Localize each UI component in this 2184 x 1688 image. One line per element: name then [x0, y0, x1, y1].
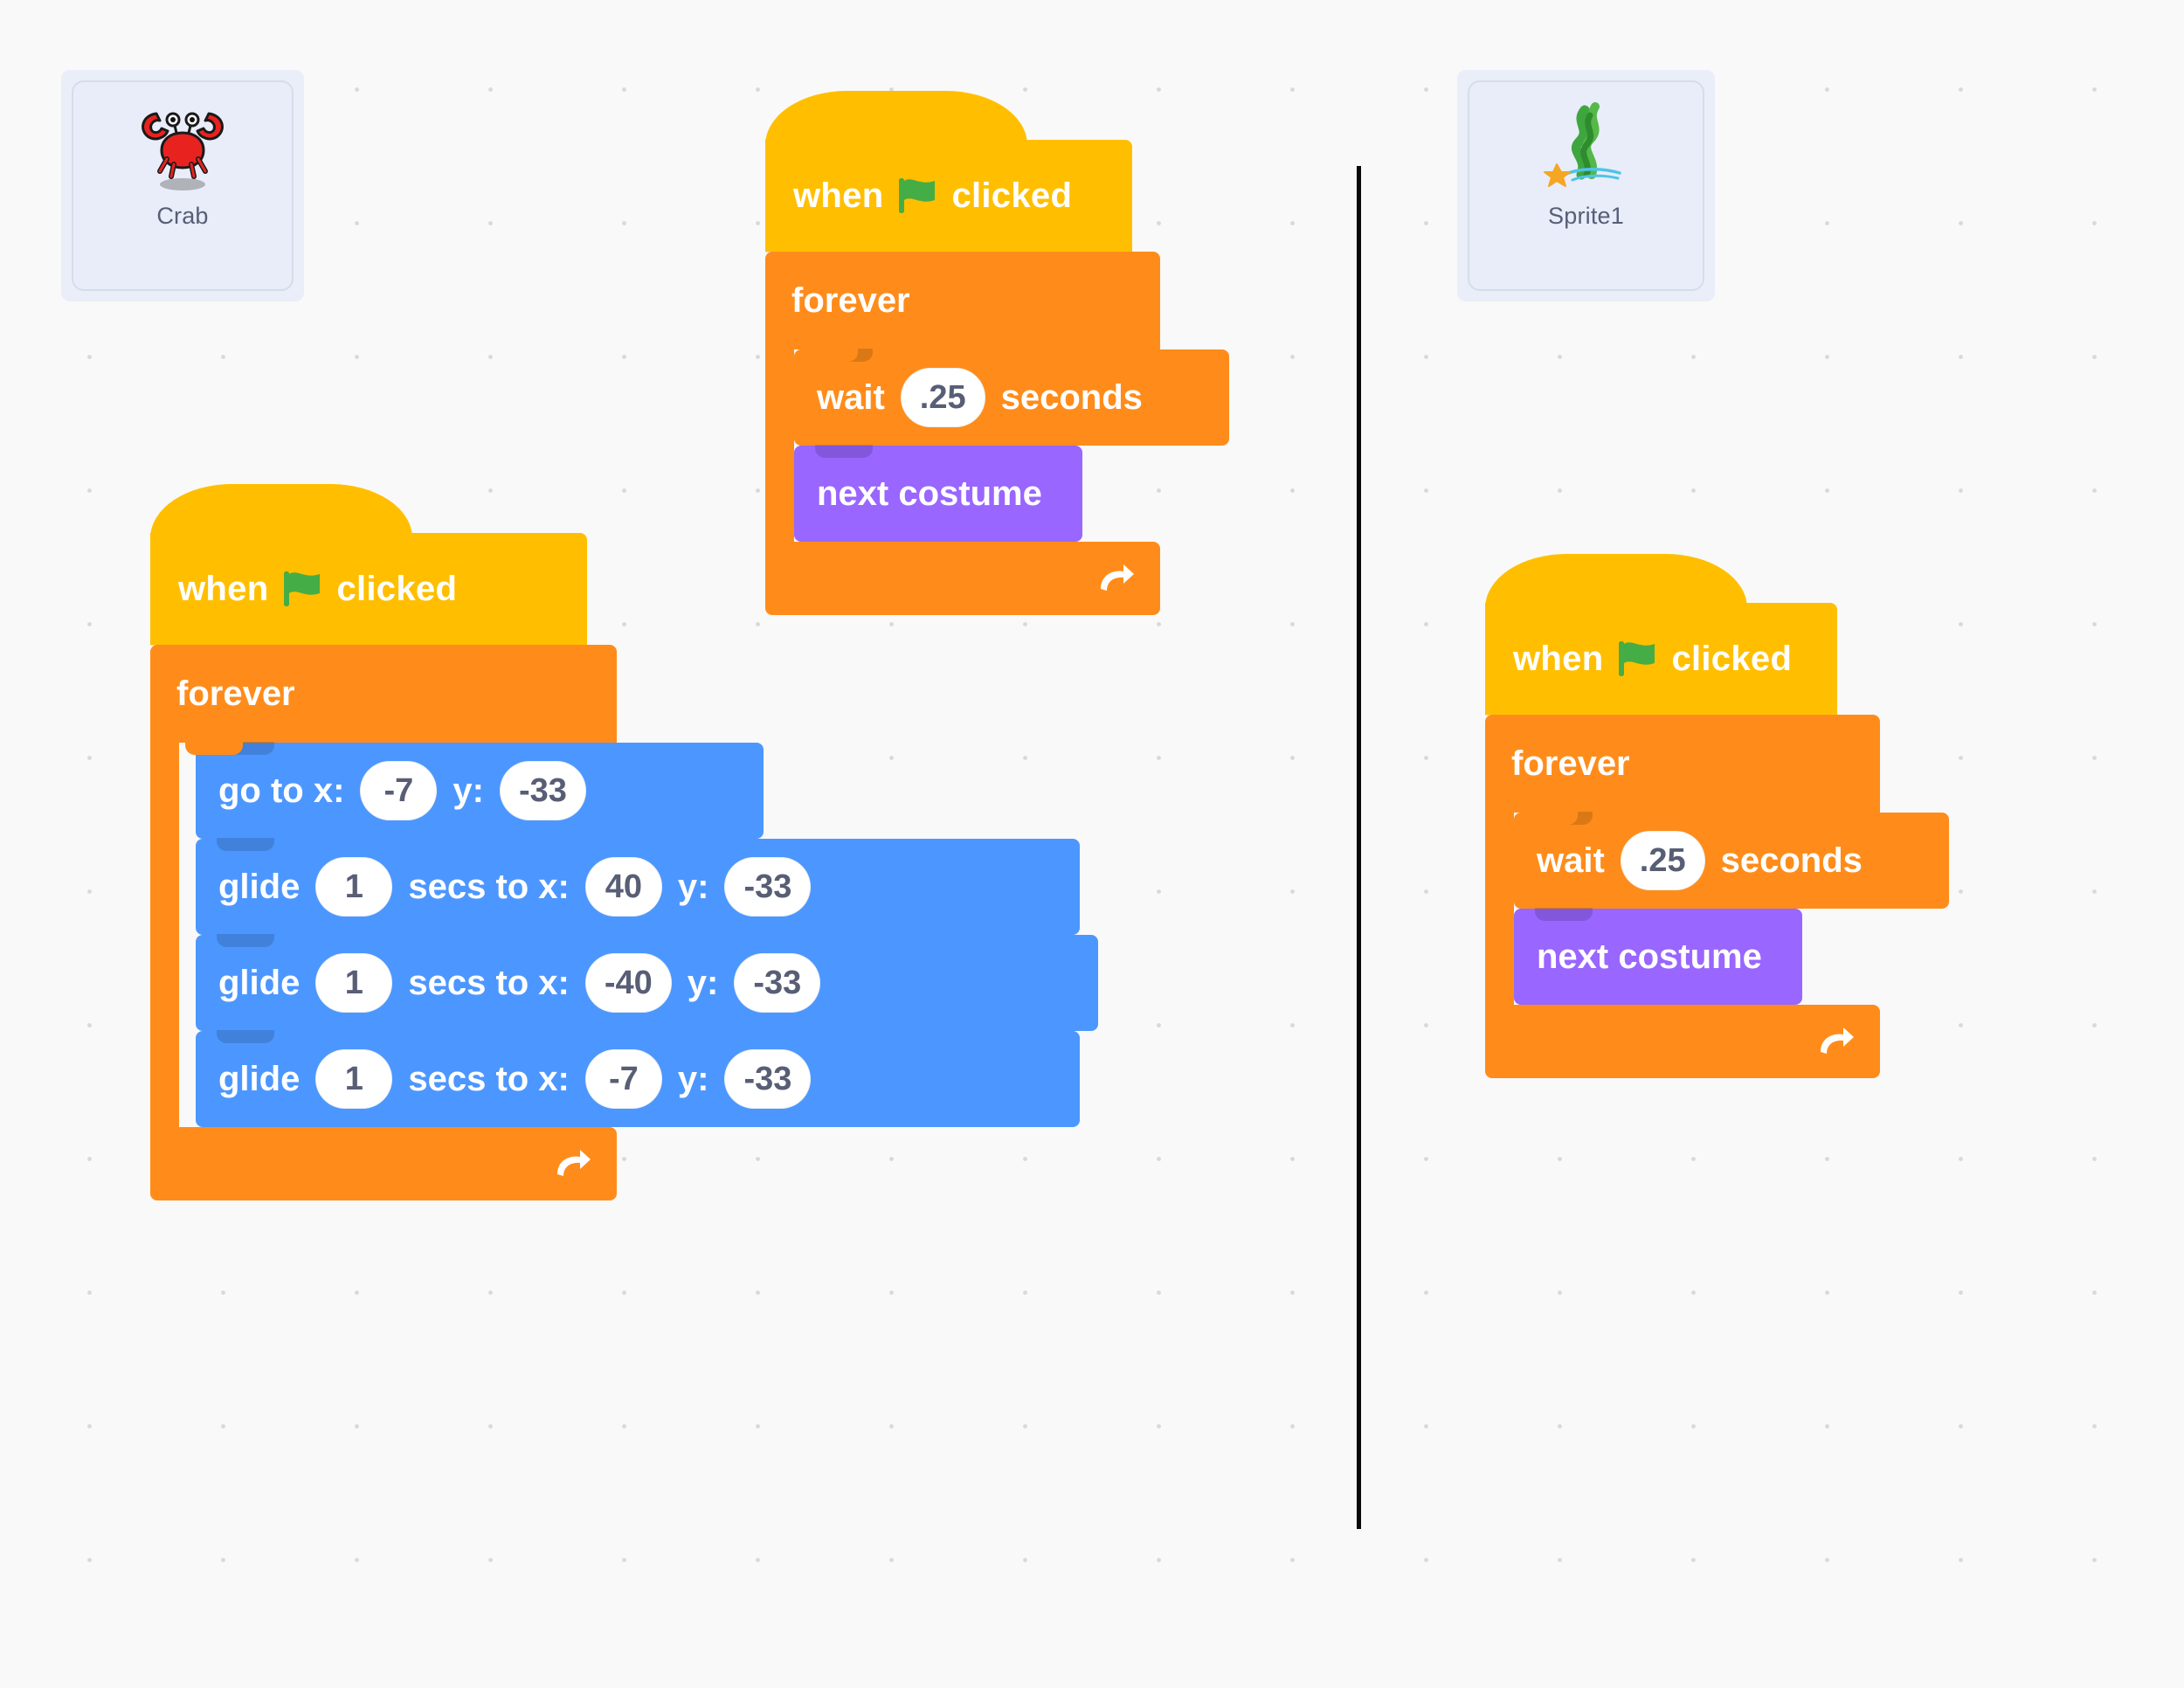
- forever-block[interactable]: forever go to x: -7 y: -33 glide 1 se: [150, 645, 1098, 1200]
- green-flag-icon: [282, 570, 322, 608]
- next-costume-block[interactable]: next costume: [1514, 908, 1802, 1017]
- glide-to-xy-block[interactable]: glide 1 secs to x: -40 y: -33: [196, 934, 1098, 1043]
- glide-to-xy-block[interactable]: glide 1 secs to x: -7 y: -33: [196, 1030, 1080, 1139]
- forever-block[interactable]: forever wait .25 seconds next costume: [765, 252, 1229, 615]
- block-top-notch: [217, 838, 274, 851]
- go-to-y-label: y:: [453, 771, 484, 810]
- forever-label-row: forever: [150, 645, 617, 755]
- block-top-notch: [217, 1030, 274, 1043]
- hat-dome: [150, 484, 412, 538]
- forever-label: forever: [791, 280, 910, 320]
- glide-label: glide: [218, 867, 301, 906]
- when-flag-clicked-block[interactable]: when clicked: [150, 484, 587, 656]
- when-label: when: [178, 569, 269, 608]
- glide-y-label: y:: [677, 867, 709, 906]
- forever-left-arm: [150, 743, 179, 1127]
- wait-seconds-block[interactable]: wait .25 seconds: [1514, 812, 1949, 921]
- when-label: when: [793, 176, 884, 215]
- script-sprite1-next-costume[interactable]: when clicked forever wait .25 second: [1485, 554, 1949, 1078]
- wait-duration-input[interactable]: .25: [900, 368, 985, 427]
- seconds-label: seconds: [1720, 841, 1863, 880]
- forever-left-arm: [765, 349, 794, 543]
- secs-to-x-label: secs to x:: [408, 1059, 570, 1098]
- wait-label: wait: [817, 377, 885, 417]
- go-to-y-input[interactable]: -33: [500, 761, 586, 820]
- go-to-x-input[interactable]: -7: [360, 761, 438, 820]
- sprite-name-label: Crab: [156, 203, 209, 229]
- glide-y-input[interactable]: -33: [724, 1049, 812, 1109]
- forever-label-row: forever: [765, 252, 1160, 362]
- forever-label: forever: [176, 674, 295, 713]
- script-crab-next-costume[interactable]: when clicked forever wait .25 second: [765, 91, 1229, 615]
- wait-label: wait: [1537, 841, 1605, 880]
- glide-x-input[interactable]: -40: [584, 953, 672, 1013]
- forever-block[interactable]: forever wait .25 seconds next costume: [1485, 715, 1949, 1078]
- loop-arrow-icon: [550, 1143, 592, 1185]
- glide-x-input[interactable]: 40: [584, 857, 662, 917]
- glide-label: glide: [218, 963, 301, 1002]
- when-flag-clicked-block[interactable]: when clicked: [1485, 554, 1837, 726]
- glide-y-label: y:: [687, 963, 719, 1002]
- green-flag-icon: [1617, 640, 1657, 678]
- forever-top-notch: [185, 741, 243, 755]
- clicked-label: clicked: [1671, 639, 1793, 678]
- sprite-card-crab[interactable]: Crab: [61, 70, 304, 301]
- secs-to-x-label: secs to x:: [408, 963, 570, 1002]
- hat-dome: [1485, 554, 1747, 608]
- clicked-label: clicked: [336, 569, 458, 608]
- forever-top-notch: [800, 348, 858, 362]
- wait-seconds-block[interactable]: wait .25 seconds: [794, 349, 1229, 458]
- wait-duration-input[interactable]: .25: [1620, 831, 1705, 890]
- glide-y-input[interactable]: -33: [724, 857, 812, 917]
- forever-bottom-arm: [150, 1127, 617, 1200]
- glide-y-input[interactable]: -33: [734, 953, 821, 1013]
- glide-secs-input[interactable]: 1: [315, 1049, 393, 1109]
- when-label: when: [1513, 639, 1604, 678]
- next-costume-label: next costume: [1537, 937, 1762, 976]
- seaweed-icon: [1534, 94, 1639, 199]
- when-flag-clicked-block[interactable]: when clicked: [765, 91, 1132, 263]
- crab-icon: [130, 94, 235, 199]
- loop-arrow-icon: [1814, 1020, 1856, 1062]
- glide-y-label: y:: [677, 1059, 709, 1098]
- go-to-x-label: go to x:: [218, 771, 345, 810]
- forever-label: forever: [1511, 744, 1630, 783]
- seconds-label: seconds: [1000, 377, 1143, 417]
- glide-secs-input[interactable]: 1: [315, 953, 393, 1013]
- hat-dome: [765, 91, 1027, 145]
- forever-label-row: forever: [1485, 715, 1880, 825]
- sprite-card-inner: Crab: [72, 80, 294, 291]
- sprite-card-sprite1[interactable]: Sprite1: [1457, 70, 1715, 301]
- go-to-xy-block[interactable]: go to x: -7 y: -33: [196, 742, 764, 851]
- next-costume-block[interactable]: next costume: [794, 445, 1082, 554]
- loop-arrow-icon: [1094, 557, 1136, 599]
- block-top-notch: [815, 445, 873, 458]
- glide-x-input[interactable]: -7: [584, 1049, 662, 1109]
- next-costume-label: next costume: [817, 474, 1042, 513]
- forever-bottom-arm: [765, 542, 1160, 615]
- block-top-notch: [217, 934, 274, 947]
- forever-top-notch: [1520, 811, 1578, 825]
- clicked-label: clicked: [951, 176, 1073, 215]
- green-flag-icon: [897, 176, 937, 215]
- glide-secs-input[interactable]: 1: [315, 857, 393, 917]
- forever-bottom-arm: [1485, 1005, 1880, 1078]
- glide-to-xy-block[interactable]: glide 1 secs to x: 40 y: -33: [196, 838, 1080, 947]
- workspace-divider: [1357, 166, 1361, 1529]
- sprite-card-inner: Sprite1: [1468, 80, 1704, 291]
- sprite-name-label: Sprite1: [1548, 203, 1624, 229]
- script-crab-motion[interactable]: when clicked forever go to x: -7 y:: [150, 484, 1098, 1200]
- secs-to-x-label: secs to x:: [408, 867, 570, 906]
- block-top-notch: [1535, 908, 1593, 921]
- forever-left-arm: [1485, 813, 1514, 1007]
- glide-label: glide: [218, 1059, 301, 1098]
